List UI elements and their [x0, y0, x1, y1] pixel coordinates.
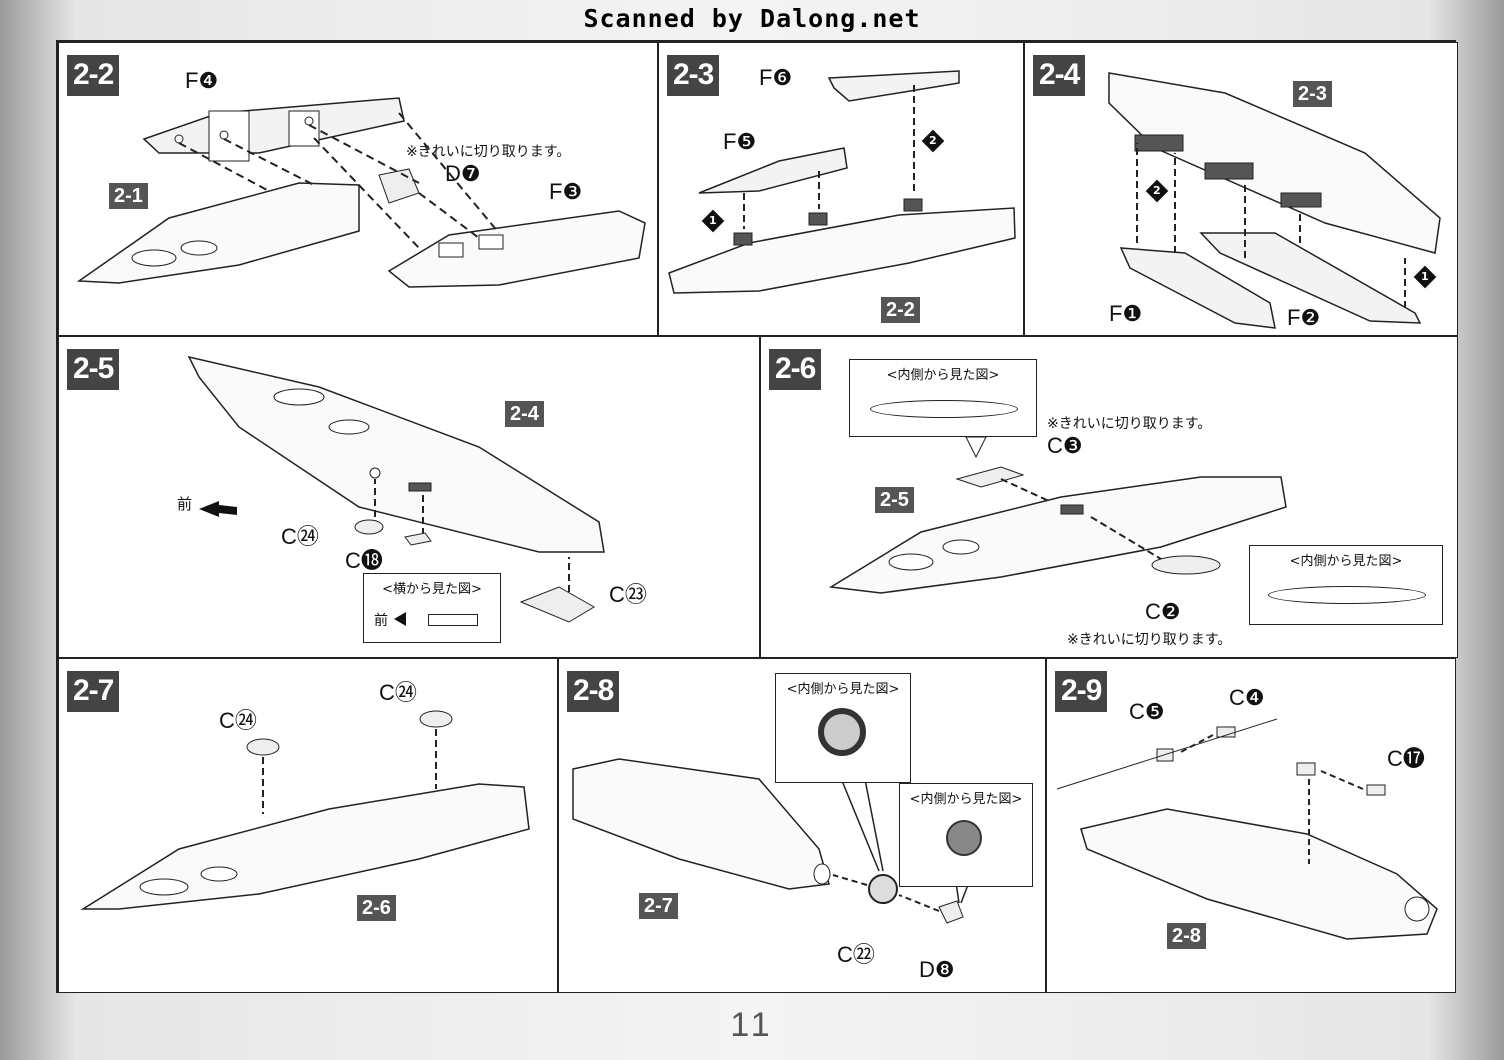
inside-ring-icon [818, 708, 866, 756]
step-number: 2-7 [67, 671, 120, 712]
assembly-ref-2-3: 2-3 [1293, 81, 1332, 107]
part-label-f4: F❹ [185, 68, 219, 93]
front-arrow-icon [394, 612, 406, 626]
cut-cleanly-note-top: ※きれいに切り取ります。 [1047, 416, 1212, 432]
inside-socket-icon [946, 820, 982, 856]
panel-step-2-5: 2-5 2-4 前 C㉔ C⓲ C㉓ <横から見た図> 前 [58, 336, 760, 658]
step-2-5-illustration [187, 355, 605, 623]
part-label-c18: C⓲ [345, 548, 383, 573]
callout-front-label: 前 [374, 613, 388, 629]
panel-step-2-8: 2-8 <内側から見た図> <内側から見た図> 2-7 C㉒ D❽ [558, 658, 1046, 993]
part-label-c5: C❺ [1129, 699, 1165, 724]
callout-title: <内側から見た図> [886, 368, 1000, 383]
callout-title: <内側から見た図> [909, 792, 1023, 807]
step-number: 2-8 [567, 671, 620, 712]
panel-step-2-4: 2-4 2-3 2 1 F❶ F❷ [1024, 42, 1458, 336]
assembly-ref-2-5: 2-5 [875, 487, 914, 513]
step-2-8-illustration [572, 748, 975, 924]
step-number: 2-5 [67, 349, 120, 390]
step-2-6-illustration [828, 436, 1287, 594]
part-label-d7: D❼ [445, 161, 481, 186]
assembly-ref-2-4: 2-4 [505, 401, 544, 427]
part-label-f6: F❻ [759, 65, 793, 90]
inside-view-callout-top: <内側から見た図> [775, 673, 911, 783]
step-number: 2-4 [1033, 55, 1086, 96]
part-label-f5: F❺ [723, 129, 757, 154]
step-2-2-illustration [76, 97, 646, 288]
part-label-c22: C㉒ [837, 942, 875, 967]
inside-view-callout-right: <内側から見た図> [1249, 545, 1443, 625]
step-number: 2-9 [1055, 671, 1108, 712]
side-view-callout: <横から見た図> 前 [363, 573, 501, 643]
step-2-9-illustration [1056, 718, 1438, 940]
part-label-c24-left: C㉔ [219, 708, 257, 733]
part-label-c23: C㉓ [609, 582, 647, 607]
inside-profile-shape [870, 400, 1018, 418]
side-profile-shape [428, 614, 478, 626]
instruction-sheet: 2-2 [56, 40, 1458, 993]
part-label-c3: C❸ [1047, 433, 1083, 458]
page-number: 11 [730, 1006, 774, 1044]
part-label-c24-right: C㉔ [379, 680, 417, 705]
panel-step-2-7: 2-7 C㉔ C㉔ 2-6 [58, 658, 558, 993]
step-number: 2-3 [667, 55, 720, 96]
part-label-c17: C⓱ [1387, 746, 1425, 771]
step-2-7-illustration [80, 710, 530, 910]
step-2-3-illustration [668, 70, 1016, 294]
panel-step-2-2: 2-2 [58, 42, 658, 336]
assembly-ref-2-6: 2-6 [357, 895, 396, 921]
assembly-ref-2-8: 2-8 [1167, 923, 1206, 949]
part-label-f2: F❷ [1287, 305, 1321, 330]
part-label-f1: F❶ [1109, 301, 1143, 326]
inside-view-callout-top: <内側から見た図> [849, 359, 1037, 437]
assembly-ref-2-1: 2-1 [109, 183, 148, 209]
part-label-c24: C㉔ [281, 524, 319, 549]
callout-title: <横から見た図> [382, 582, 482, 597]
cut-cleanly-note: ※きれいに切り取ります。 [406, 144, 571, 160]
assembly-ref-2-7: 2-7 [639, 893, 678, 919]
front-indicator: 前 [177, 496, 193, 513]
step-number: 2-6 [769, 349, 822, 390]
step-number: 2-2 [67, 55, 120, 96]
scan-credit: Scanned by Dalong.net [583, 4, 921, 33]
part-label-f3: F❸ [549, 179, 583, 204]
panel-step-2-3: 2-3 F❻ F❺ 1 2 2-2 [658, 42, 1024, 336]
inside-profile-shape [1268, 586, 1426, 604]
part-label-d8: D❽ [919, 957, 955, 982]
step-2-4-illustration [1108, 72, 1441, 329]
assembly-ref-2-2: 2-2 [881, 297, 920, 323]
part-label-c2: C❷ [1145, 599, 1181, 624]
callout-title: <内側から見た図> [1289, 554, 1403, 569]
callout-title: <内側から見た図> [786, 682, 900, 697]
panel-step-2-6: 2-6 <内側から見た図> ※きれいに切り取ります。 C❸ 2-5 <内側から見… [760, 336, 1458, 658]
panel-step-2-9: 2-9 C❺ C❹ C⓱ 2-8 [1046, 658, 1456, 993]
inside-view-callout-right: <内側から見た図> [899, 783, 1033, 887]
cut-cleanly-note-bottom: ※きれいに切り取ります。 [1067, 632, 1232, 648]
part-label-c4: C❹ [1229, 685, 1265, 710]
